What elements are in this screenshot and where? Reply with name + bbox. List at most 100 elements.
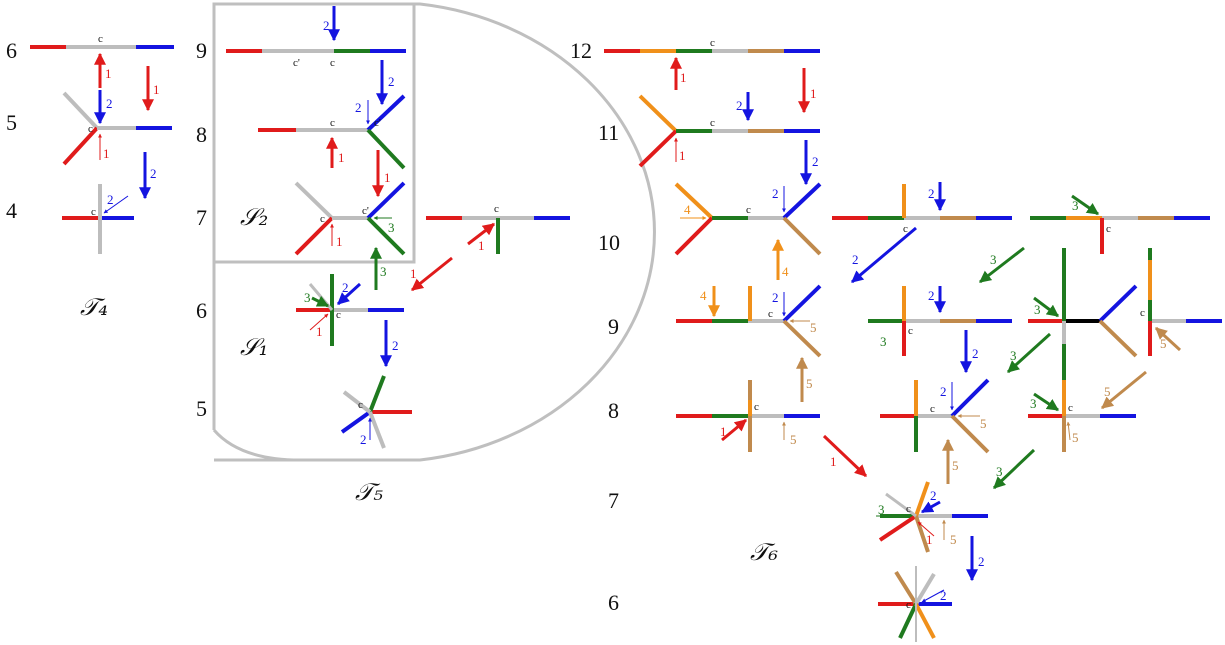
t6-row-label-9: 9 [608,314,619,339]
move-label: 1 [338,150,345,165]
t5-row-label-9: 9 [196,38,207,63]
move-arrow [822,434,868,478]
move-label: 3 [1072,198,1079,213]
t6-vertex-c: c [908,325,913,337]
t6-tree-row10-a: c [674,182,822,256]
move-label: 3 [1030,396,1037,411]
t5-vertex-c: c [330,117,335,129]
move-label: 1 [679,148,686,163]
t5-panel-label: 𝒯₅ [355,478,383,506]
t4-vertex-c: c [98,33,103,45]
t5-vertex-c: c [320,213,325,225]
t4-vertex-c: c [91,206,96,218]
t6-tree-row9-a: c [676,284,822,358]
move-arrow [921,589,945,603]
t4-tree-row6: c [30,33,174,49]
t4-panel-label: 𝒯₄ [80,293,108,321]
move-label: 2 [360,432,367,447]
t5-tree-row8: c c' [258,94,406,170]
panel-t4: 6 5 4 𝒯₄ c c c 1 1 2 [6,33,174,321]
t4-tree-row4: c [62,184,134,254]
t6-tree-row8-c: c [1028,344,1136,452]
move-label: 2 [355,100,362,115]
t6-row-label-8: 8 [608,398,619,423]
move-label: 5 [952,458,959,473]
t6-vertex-c: c [930,403,935,415]
t6-row-label-10: 10 [598,230,620,255]
t5-row-label-5: 5 [196,396,207,421]
move-label: 5 [806,376,813,391]
move-label: 3 [304,290,311,305]
move-label: 1 [810,86,817,101]
t5-vertex-c-prime: c' [374,117,381,129]
move-label: 3 [880,334,887,349]
move-label: 3 [996,464,1003,479]
move-arrow [1101,370,1147,410]
s2-region-frame [212,2,416,264]
move-label: 2 [852,252,859,267]
panel-t6: 12 11 10 9 8 7 6 𝒯₆ c c [570,37,1222,642]
move-arrow [311,295,330,308]
move-arrow [1033,296,1059,318]
move-label: 1 [926,532,933,547]
t5-vertex-c: c [336,309,341,321]
move-arrow [103,195,129,214]
s1-region-frame [214,2,656,462]
t6-vertex-c: c [768,308,773,320]
s2-region-label: 𝒮₂ [240,203,268,231]
move-label: 1 [105,66,112,81]
move-arrow [979,246,1025,284]
move-label: 5 [1072,430,1079,445]
move-label: 2 [342,280,349,295]
move-label: 5 [790,432,797,447]
move-label: 2 [736,98,743,113]
move-label: 2 [812,154,819,169]
t6-tree-row8-b: c [880,378,990,454]
t6-row-label-12: 12 [570,38,592,63]
move-label: 1 [103,146,110,161]
move-arrow [992,448,1036,490]
t6-vertex-c: c [710,117,715,129]
move-label: 3 [380,264,387,279]
move-label: 5 [1160,336,1167,351]
move-label: 2 [940,588,947,603]
move-label: 5 [1104,384,1111,399]
move-label: 2 [772,290,779,305]
move-label: 2 [107,192,114,207]
move-arrow [851,226,917,284]
move-label: 4 [782,264,789,279]
t6-tree-row8-a: c [676,380,820,452]
t5-tree-row7-right: c [426,203,570,254]
t6-vertex-c: c [903,223,908,235]
t5-tree-row6: c [296,274,404,346]
move-label: 2 [940,384,947,399]
move-label: 1 [410,266,417,281]
move-label: 2 [930,488,937,503]
move-label: 1 [153,82,160,97]
t5-vertex-c: c [494,203,499,215]
t6-row-label-11: 11 [598,120,619,145]
move-label: 3 [388,220,395,235]
move-arrow [1071,194,1099,216]
move-label: 4 [700,288,707,303]
t6-vertex-c: c [754,401,759,413]
move-arrow [309,313,329,331]
move-label: 1 [680,70,687,85]
t6-row-label-7: 7 [608,488,619,513]
t6-panel-label: 𝒯₆ [750,538,778,566]
move-label: 1 [478,238,485,253]
t5-tree-row7: c c' [294,181,406,256]
t6-row-label-6: 6 [608,590,619,615]
t6-vertex-c: c [1068,402,1073,414]
t6-vertex-c: c [710,37,715,49]
move-label: 1 [720,424,727,439]
move-label: 3 [878,502,885,517]
t6-vertex-c: c [906,503,911,515]
t4-vertex-c: c [88,123,93,135]
t6-tree-row12: c [604,37,820,53]
move-label: 2 [392,338,399,353]
move-label: 3 [1034,302,1041,317]
t6-vertex-c: c [1106,223,1111,235]
t5-row-label-6: 6 [196,298,207,323]
move-label: 2 [972,346,979,361]
